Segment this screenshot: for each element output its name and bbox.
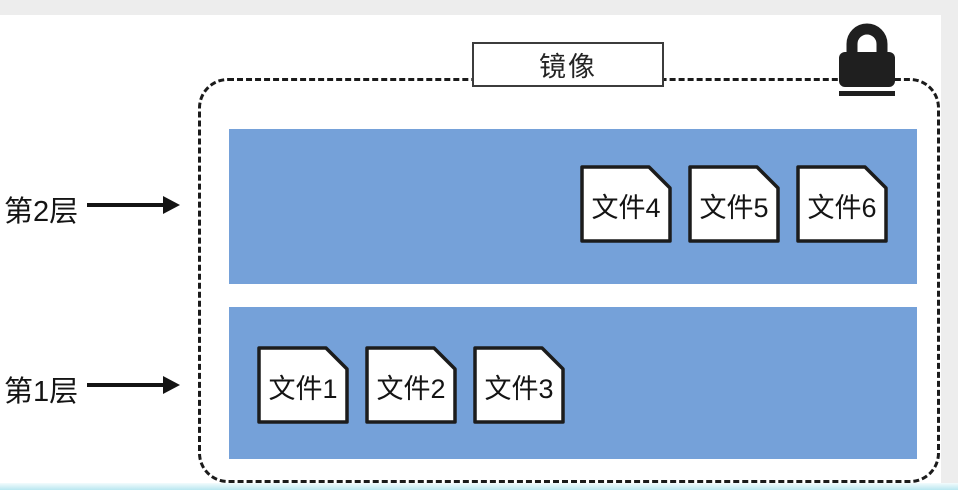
document-page-icon bbox=[365, 346, 457, 424]
document-page-icon bbox=[257, 346, 349, 424]
file-label: 文件6 bbox=[807, 192, 877, 223]
file-label: 文件1 bbox=[268, 373, 338, 404]
document-page-icon bbox=[796, 165, 888, 243]
top-edge-strip bbox=[0, 0, 958, 15]
layer-1-label: 第1层 bbox=[4, 376, 79, 408]
image-title-label: 镜像 bbox=[539, 52, 597, 82]
layer-1-arrow-head bbox=[163, 376, 180, 394]
layer-1-arrow-shaft bbox=[87, 383, 165, 387]
file-icon: 文件3 bbox=[472, 345, 566, 425]
file-icon: 文件6 bbox=[795, 164, 889, 244]
bottom-edge-strip bbox=[0, 483, 958, 490]
file-label: 文件2 bbox=[376, 373, 446, 404]
document-page-icon bbox=[580, 165, 672, 243]
layer-2-arrow-shaft bbox=[87, 203, 165, 207]
file-label: 文件4 bbox=[591, 192, 661, 223]
document-page-icon bbox=[473, 346, 565, 424]
right-edge-strip bbox=[941, 0, 958, 490]
document-page-icon bbox=[688, 165, 780, 243]
file-label: 文件3 bbox=[484, 373, 554, 404]
lock-icon bbox=[839, 23, 895, 96]
file-icon: 文件2 bbox=[364, 345, 458, 425]
layer-2-arrow-head bbox=[163, 196, 180, 214]
image-title-box: 镜像 bbox=[472, 42, 664, 87]
file-icon: 文件4 bbox=[579, 164, 673, 244]
file-icon: 文件5 bbox=[687, 164, 781, 244]
file-icon: 文件1 bbox=[256, 345, 350, 425]
layer-2-label: 第2层 bbox=[4, 196, 79, 228]
file-label: 文件5 bbox=[699, 192, 769, 223]
